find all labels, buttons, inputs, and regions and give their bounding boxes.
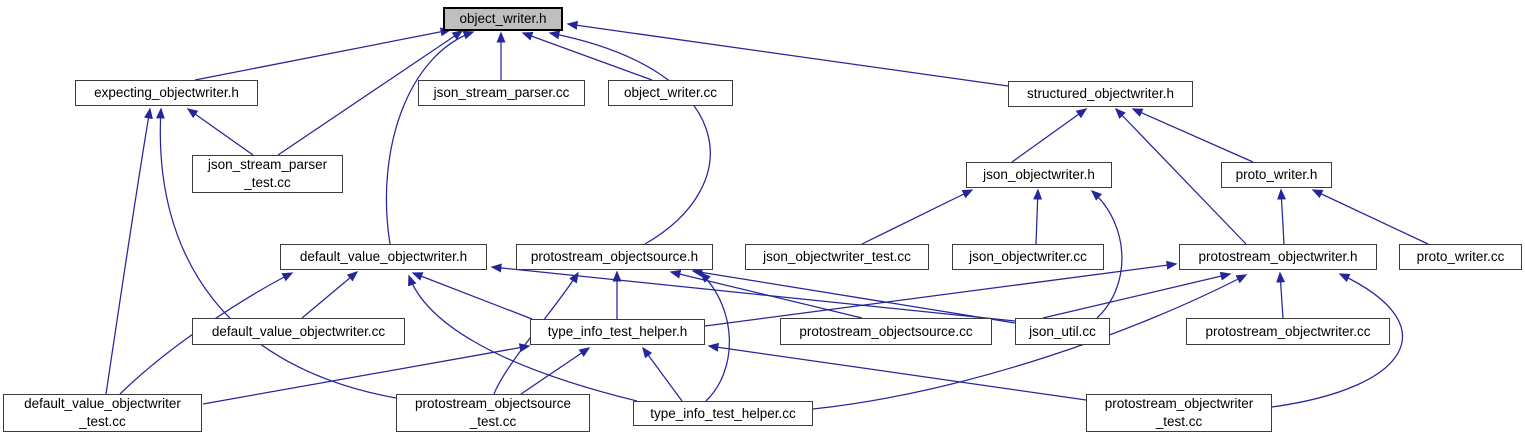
edge-json-objectwriter-test-cc-to-json-objectwriter-h <box>861 189 974 245</box>
edge-default-value-objectwriter-test-cc-to-type-info-test-helper-h <box>202 343 531 405</box>
node-default-value-objectwriter-cc[interactable]: default_value_objectwriter.cc <box>192 318 405 345</box>
edge-protostream-objectwriter-test-cc-to-protostream-objectwriter-h <box>1271 273 1403 408</box>
node-json-stream-parser-test-cc[interactable]: json_stream_parser _test.cc <box>192 155 343 193</box>
node-json-objectwriter-test-cc[interactable]: json_objectwriter_test.cc <box>745 244 929 270</box>
node-protostream-objectsource-cc[interactable]: protostream_objectsource.cc <box>780 318 992 345</box>
edge-json-stream-parser-test-cc-to-object-writer-h <box>277 30 464 156</box>
node-proto-writer-cc[interactable]: proto_writer.cc <box>1399 244 1522 270</box>
node-protostream-objectsource-test-cc[interactable]: protostream_objectsource _test.cc <box>396 394 590 432</box>
edge-proto-writer-h-to-structured-objectwriter-h <box>1131 108 1254 163</box>
edge-type-info-test-helper-cc-to-default-value-objectwriter-h <box>408 274 638 402</box>
node-protostream-objectwriter-cc[interactable]: protostream_objectwriter.cc <box>1186 318 1390 345</box>
edge-json-util-cc-to-protostream-objectwriter-h <box>1042 271 1232 319</box>
edge-json-objectwriter-h-to-structured-objectwriter-h <box>1011 108 1088 163</box>
node-json-objectwriter-h[interactable]: json_objectwriter.h <box>966 162 1112 188</box>
node-json-util-cc[interactable]: json_util.cc <box>1015 318 1110 345</box>
edge-protostream-objectwriter-cc-to-protostream-objectwriter-h <box>1276 271 1286 319</box>
node-object-writer-h: object_writer.h <box>443 7 563 31</box>
edge-default-value-objectwriter-test-cc-to-expecting-objectwriter-h <box>105 107 153 395</box>
edge-protostream-objectwriter-test-cc-to-type-info-test-helper-h <box>707 342 1087 401</box>
node-default-value-objectwriter-test-cc[interactable]: default_value_objectwriter _test.cc <box>3 394 202 432</box>
node-type-info-test-helper-cc[interactable]: type_info_test_helper.cc <box>633 401 813 426</box>
node-protostream-objectsource-h[interactable]: protostream_objectsource.h <box>516 244 713 270</box>
edge-type-info-test-helper-cc-to-protostream-objectwriter-h <box>812 274 1248 410</box>
edge-json-util-cc-to-protostream-objectsource-h <box>691 268 1016 324</box>
edge-proto-writer-cc-to-proto-writer-h <box>1311 189 1429 245</box>
node-default-value-objectwriter-h[interactable]: default_value_objectwriter.h <box>280 244 487 270</box>
edge-expecting-objectwriter-h-to-object-writer-h <box>194 27 452 81</box>
edge-type-info-test-helper-cc-to-protostream-objectsource-h <box>699 271 730 402</box>
edge-type-info-test-helper-cc-to-type-info-test-helper-h <box>642 346 683 402</box>
edge-protostream-objectwriter-h-to-structured-objectwriter-h <box>1114 107 1247 245</box>
edge-json-stream-parser-test-cc-to-expecting-objectwriter-h <box>186 108 254 156</box>
edge-default-value-objectwriter-cc-to-default-value-objectwriter-h <box>301 271 359 319</box>
node-json-stream-parser-cc[interactable]: json_stream_parser.cc <box>418 80 585 106</box>
edge-type-info-test-helper-h-to-default-value-objectwriter-h <box>411 272 533 320</box>
node-proto-writer-h[interactable]: proto_writer.h <box>1221 162 1332 188</box>
edge-type-info-test-helper-h-to-protostream-objectwriter-h <box>704 260 1178 327</box>
edge-object-writer-cc-to-object-writer-h <box>521 32 653 81</box>
node-object-writer-cc[interactable]: object_writer.cc <box>608 80 733 106</box>
node-protostream-objectwriter-h[interactable]: protostream_objectwriter.h <box>1179 244 1377 270</box>
node-expecting-objectwriter-h[interactable]: expecting_objectwriter.h <box>75 80 258 106</box>
edge-json-util-cc-to-json-objectwriter-h <box>1090 189 1123 319</box>
edge-protostream-objectwriter-h-to-proto-writer-h <box>1277 188 1287 245</box>
edge-protostream-objectsource-h-to-object-writer-h <box>548 30 711 245</box>
node-structured-objectwriter-h[interactable]: structured_objectwriter.h <box>1008 81 1193 107</box>
node-type-info-test-helper-h[interactable]: type_info_test_helper.h <box>530 319 705 345</box>
edge-default-value-objectwriter-h-to-object-writer-h <box>385 30 475 245</box>
edge-json-objectwriter-cc-to-json-objectwriter-h <box>1033 188 1043 245</box>
node-json-objectwriter-cc[interactable]: json_objectwriter.cc <box>952 244 1104 270</box>
edge-structured-objectwriter-h-to-object-writer-h <box>566 20 1009 87</box>
edge-protostream-objectsource-test-cc-to-type-info-test-helper-h <box>520 347 591 395</box>
node-protostream-objectwriter-test-cc[interactable]: protostream_objectwriter _test.cc <box>1086 394 1272 432</box>
edge-json-util-cc-to-default-value-objectwriter-h <box>490 263 1016 322</box>
